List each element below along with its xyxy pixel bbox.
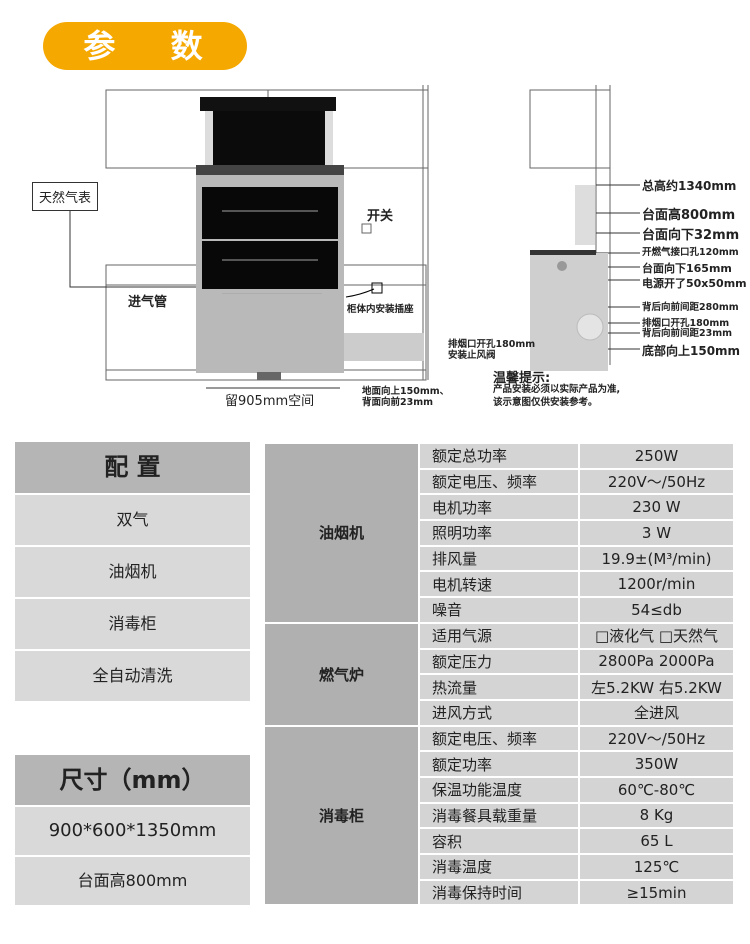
installation-diagram [69, 85, 640, 389]
spec-label: 容积 [418, 827, 580, 855]
spec-label: 消毒温度 [418, 853, 580, 881]
spec-label: 消毒餐具载重量 [418, 801, 580, 830]
exhaust-duct [344, 333, 424, 361]
side-label: 开燃气接口孔120mm [642, 247, 739, 258]
tip-line-2: 该示意图仅供安装参考。 [493, 397, 598, 408]
hood-top-panel [200, 97, 336, 111]
config-title: 配 置 [15, 442, 250, 493]
floor-note-2: 背面向前23mm [362, 397, 434, 408]
side-label: 台面高800mm [642, 208, 736, 223]
config-item: 消毒柜 [15, 597, 250, 649]
spec-category: 消毒柜 [263, 724, 420, 907]
spec-label: 排风量 [418, 544, 580, 573]
spec-label: 额定总功率 [418, 442, 580, 470]
spec-value: 60℃-80℃ [578, 775, 735, 804]
floor-note-1: 地面向上150mm、 [362, 386, 450, 397]
spec-value: 19.9±(M³/min) [578, 544, 735, 573]
spec-label: 照明功率 [418, 519, 580, 547]
spec-label: 电机功率 [418, 493, 580, 522]
spec-value: 8 Kg [578, 801, 735, 830]
spec-value: ≥15min [578, 878, 735, 907]
spec-label: 保温功能温度 [418, 775, 580, 804]
spec-row: 进风方式全进风 [264, 698, 735, 727]
side-label: 台面向下32mm [642, 228, 740, 243]
drawer-bottom [202, 241, 338, 289]
spec-value: 1200r/min [578, 570, 735, 599]
spec-row: 燃气炉适用气源□液化气 □天然气 [263, 621, 735, 727]
side-label: 总高约1340mm [642, 179, 737, 193]
side-label: 排烟口开孔180mm [642, 318, 730, 329]
spec-value: 250W [578, 442, 735, 470]
spec-value: 65 L [578, 827, 735, 855]
spec-row: 消毒保持时间≥15min [264, 878, 735, 907]
spec-category: 油烟机 [263, 442, 420, 624]
space-label: 留905mm空间 [225, 394, 315, 409]
spec-value: 350W [578, 750, 735, 778]
spec-label: 额定功率 [418, 750, 580, 778]
hood-glass [213, 111, 325, 166]
spec-value: 230 W [578, 493, 735, 522]
side-label: 背后向前间距280mm [642, 302, 739, 313]
spec-value: □液化气 □天然气 [578, 621, 735, 650]
exhaust-note-2: 安装止风阀 [448, 350, 496, 361]
spec-value: 3 W [578, 519, 735, 547]
spec-label: 进风方式 [418, 698, 580, 727]
gas-pipe-label: 进气管 [128, 295, 168, 310]
switch-label: 开关 [367, 209, 394, 224]
side-label: 底部向上150mm [642, 344, 741, 358]
size-panel: 尺寸（mm） 900*600*1350mm 台面高800mm [15, 755, 250, 905]
tip-line-1: 产品安装必须以实际产品为准, [493, 384, 621, 395]
spec-label: 消毒保持时间 [418, 878, 580, 907]
config-item: 双气 [15, 493, 250, 545]
spec-label: 额定电压、频率 [418, 467, 580, 496]
size-item: 台面高800mm [15, 855, 250, 905]
size-title: 尺寸（mm） [15, 755, 250, 805]
spec-label: 电机转速 [418, 570, 580, 599]
side-view-body [530, 253, 608, 371]
spec-value: 125℃ [578, 853, 735, 881]
spec-value: 220V～/50Hz [578, 724, 735, 753]
side-label: 背后向前间距23mm [642, 328, 733, 339]
gas-meter-label: 天然气表 [32, 182, 99, 211]
side-label: 电源开了50x50mm [642, 277, 747, 290]
spec-label: 热流量 [418, 673, 580, 701]
side-label: 台面向下165mm [642, 262, 732, 275]
exhaust-note-1: 排烟口开孔180mm [448, 339, 536, 350]
spec-label: 额定电压、频率 [418, 724, 580, 753]
size-item: 900*600*1350mm [15, 805, 250, 855]
tip-title: 温馨提示: [493, 371, 551, 386]
config-panel: 配 置 双气 油烟机 消毒柜 全自动清洗 [15, 442, 250, 701]
spec-value: 54≤db [578, 596, 735, 624]
config-item: 油烟机 [15, 545, 250, 597]
socket-label: 柜体内安装插座 [347, 304, 414, 315]
spec-value: 220V～/50Hz [578, 467, 735, 496]
spec-value: 2800Pa 2000Pa [578, 647, 735, 676]
spec-value: 左5.2KW 右5.2KW [578, 673, 735, 701]
drawer-top [202, 187, 338, 239]
config-item: 全自动清洗 [15, 649, 250, 701]
spec-label: 适用气源 [418, 621, 580, 650]
spec-label: 额定压力 [418, 647, 580, 676]
spec-category: 燃气炉 [263, 621, 420, 727]
spec-label: 噪音 [418, 596, 580, 624]
section-banner: 参 数 [43, 22, 247, 70]
spec-row: 热流量左5.2KW 右5.2KW [264, 673, 735, 701]
spec-value: 全进风 [578, 698, 735, 727]
